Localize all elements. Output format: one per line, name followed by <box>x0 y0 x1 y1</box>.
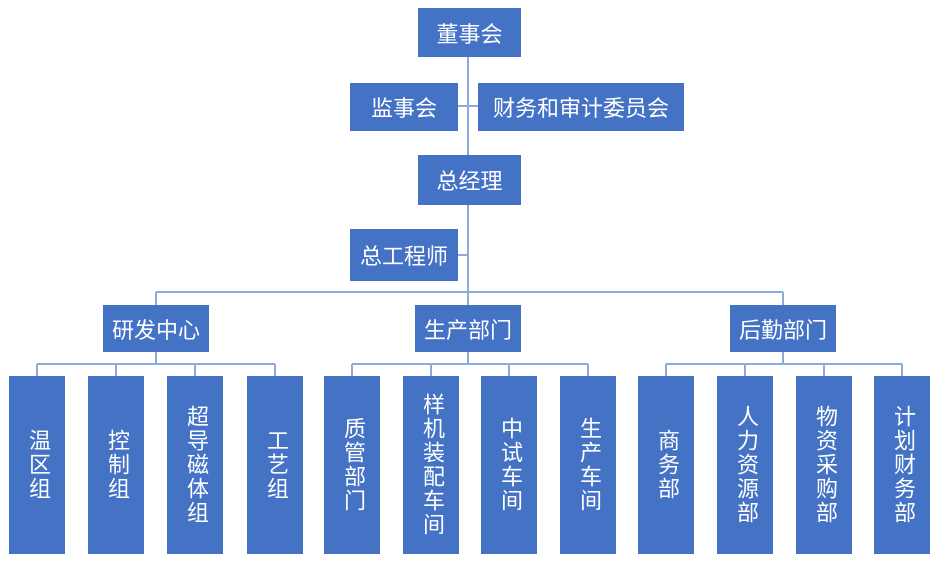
production-unit-label: 质管部门 <box>340 417 365 513</box>
production-unit-box: 生产车间 <box>560 376 616 554</box>
board-box: 董事会 <box>418 8 521 57</box>
production-unit-box: 中试车间 <box>481 376 537 554</box>
logistics-unit-label: 人力资源部 <box>733 405 758 525</box>
rd-unit-box: 超导磁体组 <box>167 376 223 554</box>
logistics-unit-box: 计划财务部 <box>874 376 930 554</box>
rd-unit-box: 工艺组 <box>247 376 303 554</box>
chief-engineer-box: 总工程师 <box>350 229 458 281</box>
logistics-dept-box: 后勤部门 <box>730 305 836 352</box>
logistics-unit-label: 计划财务部 <box>890 405 915 525</box>
production-unit-label: 生产车间 <box>576 417 601 513</box>
production-unit-box: 样机装配车间 <box>403 376 459 554</box>
finance-audit-committee-box: 财务和审计委员会 <box>478 83 684 131</box>
supervisory-board-box: 监事会 <box>350 83 458 131</box>
production-unit-box: 质管部门 <box>324 376 380 554</box>
production-unit-label: 样机装配车间 <box>419 393 444 537</box>
rd-unit-label: 控制组 <box>104 429 129 501</box>
rd-unit-label: 工艺组 <box>263 429 288 501</box>
logistics-unit-label: 物资采购部 <box>812 405 837 525</box>
logistics-unit-label: 商务部 <box>654 429 679 501</box>
production-dept-box: 生产部门 <box>415 305 521 352</box>
rd-unit-label: 温区组 <box>25 429 50 501</box>
rd-center-box: 研发中心 <box>103 305 209 352</box>
production-unit-label: 中试车间 <box>497 417 522 513</box>
logistics-unit-box: 物资采购部 <box>796 376 852 554</box>
rd-unit-box: 温区组 <box>9 376 65 554</box>
rd-unit-box: 控制组 <box>88 376 144 554</box>
logistics-unit-box: 人力资源部 <box>717 376 773 554</box>
general-manager-box: 总经理 <box>418 155 521 205</box>
logistics-unit-box: 商务部 <box>638 376 694 554</box>
rd-unit-label: 超导磁体组 <box>183 405 208 525</box>
